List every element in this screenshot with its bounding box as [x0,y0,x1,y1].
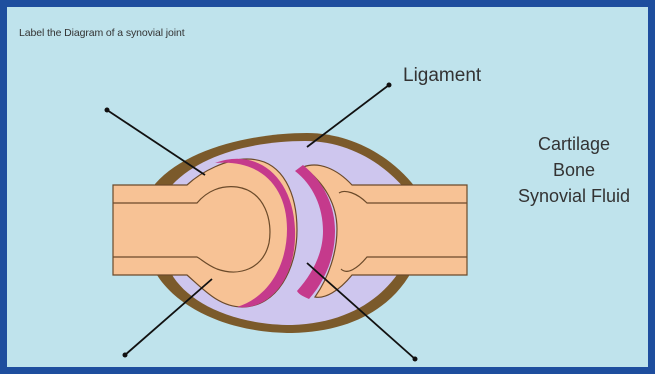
word-bank-item-cartilage[interactable]: Cartilage [499,131,649,157]
word-bank-item-bone[interactable]: Bone [499,157,649,183]
pointer-dot-bottom-right [413,357,418,362]
pointer-line-top-left [107,110,205,175]
word-bank: Cartilage Bone Synovial Fluid [499,131,649,209]
word-bank-item-synovial-fluid[interactable]: Synovial Fluid [499,183,649,209]
pointer-dot-ligament [387,83,392,88]
pointer-dot-top-left [105,108,110,113]
pointer-dot-bottom-left [123,353,128,358]
pointer-line-ligament [307,85,389,147]
pointer-line-bottom-left [125,279,212,355]
ligament-label: Ligament [403,65,481,87]
